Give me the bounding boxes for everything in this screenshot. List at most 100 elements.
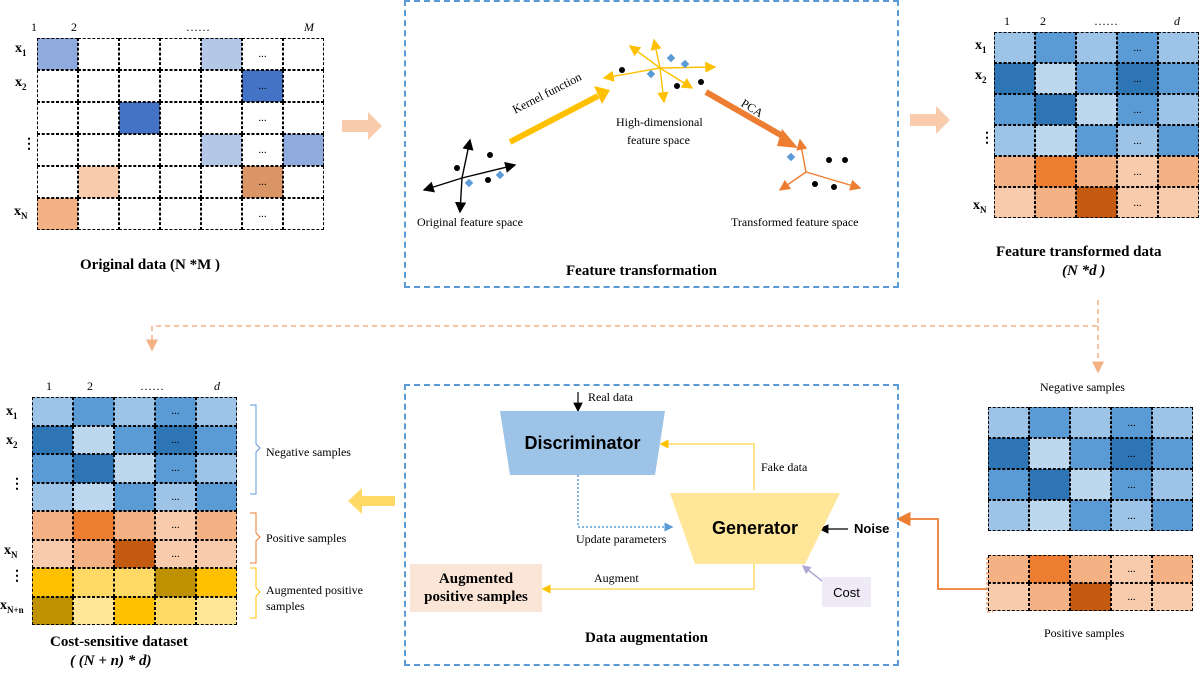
grid-cell bbox=[201, 198, 242, 230]
grid-cell: ... bbox=[1117, 63, 1158, 94]
grid-cell: ... bbox=[1111, 407, 1152, 438]
grid-cell bbox=[196, 539, 237, 568]
grid-cell bbox=[73, 568, 114, 597]
grid-cell bbox=[994, 125, 1035, 156]
cost-sensitive-title-line2: ( (N + n) * d) bbox=[70, 653, 152, 669]
positive-samples-grid: ...... bbox=[988, 555, 1193, 611]
grid-cell bbox=[1152, 407, 1193, 438]
data-augmentation-frame bbox=[404, 384, 899, 666]
cs-row-label-vdots1: ⋮ bbox=[10, 477, 24, 492]
grid-cell bbox=[78, 134, 119, 166]
grid-cell bbox=[114, 568, 155, 597]
trans-row-label-vdots: ⋮ bbox=[980, 131, 994, 146]
grid-cell bbox=[1070, 555, 1111, 583]
grid-cell bbox=[73, 511, 114, 540]
cs-row-label-xn: xN bbox=[4, 543, 18, 560]
grid-cell bbox=[1152, 469, 1193, 500]
grid-cell bbox=[201, 166, 242, 198]
grid-cell bbox=[160, 198, 201, 230]
grid-cell: ... bbox=[1111, 438, 1152, 469]
grid-cell bbox=[1070, 583, 1111, 611]
grid-cell bbox=[196, 596, 237, 625]
grid-cell bbox=[119, 198, 160, 230]
cs-row-label-x1: x1 bbox=[6, 404, 18, 421]
grid-cell bbox=[37, 198, 78, 230]
arrow-to-transformed-data bbox=[910, 106, 950, 134]
transformed-axes bbox=[778, 138, 862, 191]
grid-cell bbox=[196, 454, 237, 483]
orig-col-label-1: 1 bbox=[31, 20, 37, 34]
grid-cell bbox=[196, 568, 237, 597]
grid-cell bbox=[73, 425, 114, 454]
grid-cell bbox=[196, 425, 237, 454]
feature-transformation-frame bbox=[404, 0, 899, 288]
grid-cell bbox=[283, 134, 324, 166]
grid-cell bbox=[1152, 438, 1193, 469]
grid-cell bbox=[1070, 407, 1111, 438]
grid-cell bbox=[201, 102, 242, 134]
grid-cell bbox=[994, 94, 1035, 125]
high-dim-label-line1: High-dimensional bbox=[616, 115, 703, 129]
original-data-grid: .................. bbox=[37, 38, 324, 230]
grid-cell bbox=[196, 482, 237, 511]
grid-cell: ... bbox=[1117, 94, 1158, 125]
cs-row-label-xnn: xN+n bbox=[0, 598, 24, 615]
grid-cell bbox=[988, 469, 1029, 500]
grid-cell: ... bbox=[242, 102, 283, 134]
grid-cell bbox=[1029, 500, 1070, 531]
cost-sensitive-grid: .................. bbox=[32, 397, 237, 625]
grid-cell bbox=[988, 583, 1029, 611]
brace-aug-label-line2: samples bbox=[266, 599, 305, 613]
noise-label: Noise bbox=[854, 521, 890, 536]
grid-cell bbox=[283, 102, 324, 134]
grid-cell bbox=[32, 454, 73, 483]
grid-cell bbox=[988, 555, 1029, 583]
grid-cell: ... bbox=[155, 397, 196, 426]
orig-row-label-x1: x1 bbox=[15, 41, 27, 58]
fake-data-line bbox=[659, 439, 755, 490]
transformed-data-title-line1: Feature transformed data bbox=[996, 244, 1162, 260]
orig-col-label-m: M bbox=[304, 20, 314, 34]
pca-arrow bbox=[704, 89, 788, 141]
grid-cell bbox=[119, 70, 160, 102]
brace-positive-label: Positive samples bbox=[266, 531, 347, 545]
grid-cell bbox=[1029, 555, 1070, 583]
grid-cell bbox=[73, 539, 114, 568]
grid-cell bbox=[988, 500, 1029, 531]
generator-label: Generator bbox=[711, 518, 799, 538]
grid-cell bbox=[37, 70, 78, 102]
cs-row-label-x2: x2 bbox=[6, 433, 18, 450]
augment-line bbox=[541, 564, 755, 594]
grid-cell: ... bbox=[155, 539, 196, 568]
transformed-data-grid: .................. bbox=[994, 32, 1199, 218]
transformed-data-title-line2: (N *d ) bbox=[1062, 263, 1106, 279]
dashed-feedback-left bbox=[146, 300, 1099, 352]
grid-cell bbox=[994, 156, 1035, 187]
grid-cell bbox=[119, 38, 160, 70]
trans-row-label-xn: xN bbox=[973, 198, 987, 215]
arrow-to-transformation bbox=[342, 112, 382, 140]
grid-cell bbox=[1029, 438, 1070, 469]
original-data-title: Original data (N *M ) bbox=[80, 257, 220, 273]
grid-cell bbox=[1076, 63, 1117, 94]
grid-cell bbox=[1029, 407, 1070, 438]
transformed-feature-space-label: Transformed feature space bbox=[731, 215, 859, 229]
grid-cell bbox=[1035, 94, 1076, 125]
grid-cell: ... bbox=[1111, 583, 1152, 611]
grid-cell bbox=[1152, 583, 1193, 611]
grid-cell: ... bbox=[155, 454, 196, 483]
grid-cell bbox=[78, 102, 119, 134]
real-data-label: Real data bbox=[588, 390, 633, 404]
cost-sensitive-title-line1: Cost-sensitive dataset bbox=[50, 634, 188, 650]
discriminator-block bbox=[500, 411, 665, 475]
cs-col-label-ellipsis: …… bbox=[140, 379, 164, 393]
orig-col-label-ellipsis: …… bbox=[186, 20, 210, 34]
augment-label: Augment bbox=[594, 571, 639, 585]
discriminator-label: Discriminator bbox=[524, 432, 641, 453]
grid-cell bbox=[114, 454, 155, 483]
cs-row-label-vdots2: ⋮ bbox=[10, 569, 24, 584]
grid-cell bbox=[114, 425, 155, 454]
grid-cell: ... bbox=[1117, 156, 1158, 187]
grid-cell bbox=[114, 539, 155, 568]
